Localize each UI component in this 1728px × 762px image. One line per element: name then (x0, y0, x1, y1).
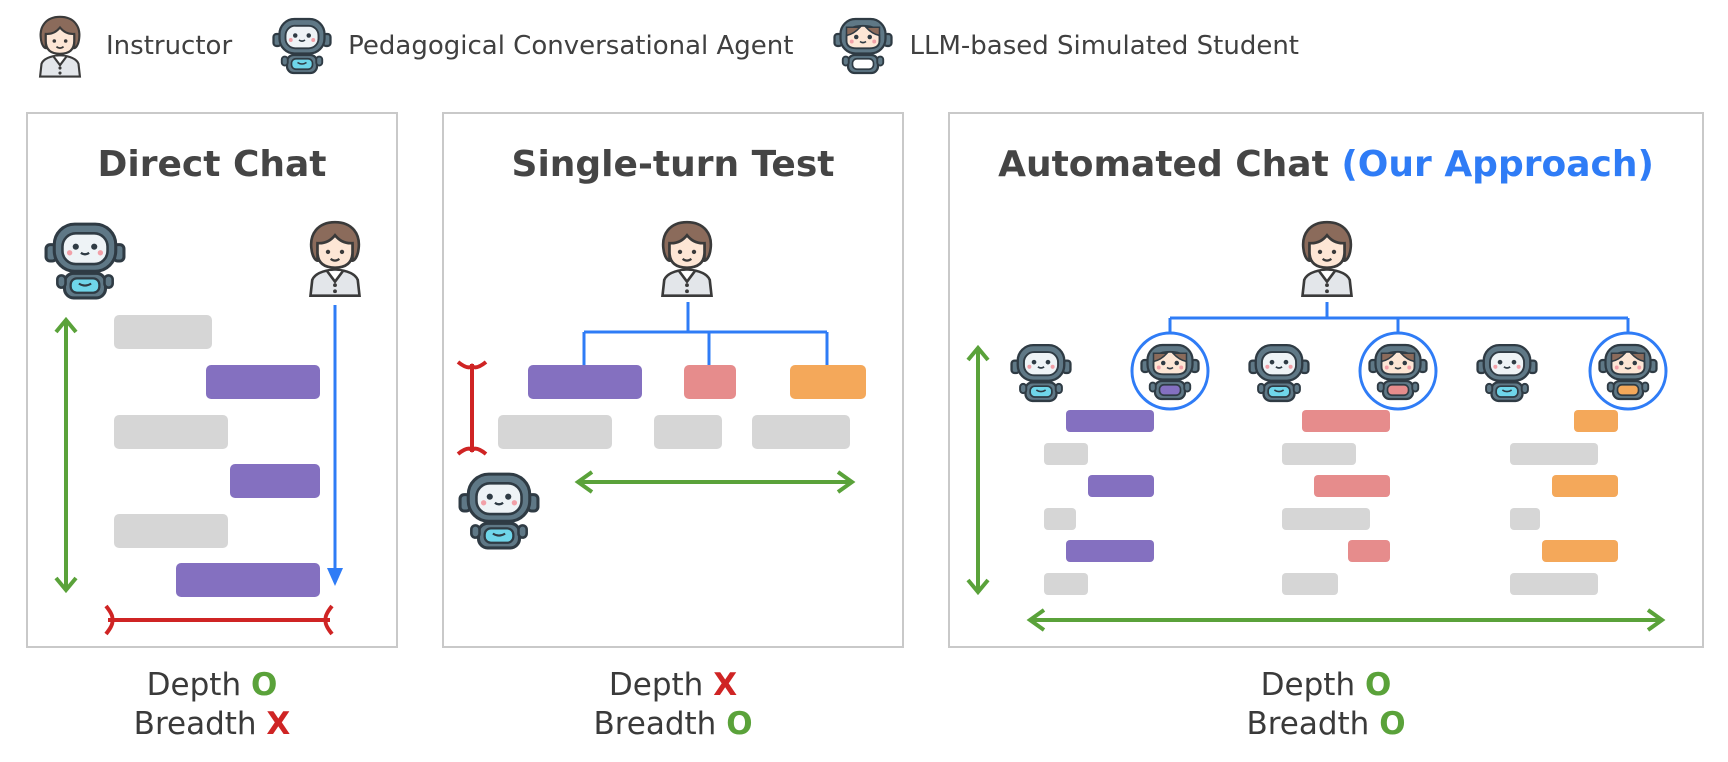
direct-msg-4 (230, 464, 320, 498)
auto-t1-msg-5 (1066, 540, 1154, 562)
auto-t3-msg-5 (1542, 540, 1618, 562)
direct-msg-6 (176, 563, 320, 597)
direct-breadth-mark: X (266, 706, 291, 742)
auto-t3-msg-6 (1510, 573, 1598, 595)
auto-tree (1168, 302, 1630, 333)
automated-breadth-mark: O (1379, 706, 1406, 742)
auto-t2-msg-2 (1282, 443, 1356, 465)
auto-t3-msg-4 (1510, 508, 1540, 530)
auto-t2-msg-3 (1314, 475, 1390, 497)
auto-agent-icon-3 (1476, 343, 1538, 403)
auto-t2-msg-4 (1282, 508, 1370, 530)
single-instructor-icon (661, 220, 713, 298)
legend-student: LLM-based Simulated Student (833, 14, 1299, 78)
auto-agent-icon-2 (1248, 343, 1310, 403)
direct-depth-mark: O (250, 667, 278, 703)
single-breadth-arrow (574, 470, 856, 494)
single-msg-orange (790, 365, 866, 399)
auto-t1-msg-2 (1044, 443, 1088, 465)
auto-t3-msg-2 (1510, 443, 1598, 465)
automated-breadth-line: Breadth O (948, 705, 1704, 744)
direct-breadth-line: Breadth X (26, 705, 398, 744)
direct-messages (114, 315, 320, 597)
auto-t2-msg-5 (1348, 540, 1390, 562)
direct-breadth-label: Breadth (133, 706, 257, 742)
auto-t1-msg-1 (1066, 410, 1154, 432)
auto-thread-1 (1044, 410, 1154, 595)
direct-msg-2 (206, 365, 320, 399)
auto-t2-msg-6 (1282, 573, 1338, 595)
automated-breadth-label: Breadth (1246, 706, 1370, 742)
direct-verdict: Depth O Breadth X (26, 666, 398, 744)
auto-breadth-arrow (1026, 608, 1666, 632)
single-breadth-line: Breadth O (442, 705, 904, 744)
direct-depth-line: Depth O (26, 666, 398, 705)
automated-depth-mark: O (1364, 667, 1392, 703)
single-depth-line: Depth X (442, 666, 904, 705)
single-reply-3 (752, 415, 850, 449)
single-msg-pink (684, 365, 736, 399)
panel-title-automated-main: Automated Chat (998, 144, 1329, 185)
automated-depth-line: Depth O (948, 666, 1704, 705)
single-depth-label: Depth (608, 667, 704, 703)
single-reply-2 (654, 415, 722, 449)
automated-depth-label: Depth (1260, 667, 1356, 703)
legend-agent-label: Pedagogical Conversational Agent (348, 31, 794, 61)
legend-student-label: LLM-based Simulated Student (909, 31, 1299, 61)
direct-depth-arrow (54, 316, 78, 594)
single-messages (498, 365, 866, 449)
auto-instructor-icon (1301, 220, 1353, 298)
direct-instructor-icon (309, 220, 361, 298)
panel-title-direct-chat: Direct Chat (97, 144, 327, 185)
direct-depth-label: Depth (146, 667, 242, 703)
single-tree (582, 302, 829, 365)
auto-t2-msg-1 (1302, 410, 1390, 432)
single-depth-mark: X (713, 667, 738, 703)
auto-thread-3 (1510, 410, 1618, 595)
auto-t3-msg-3 (1552, 475, 1618, 497)
auto-student-icon-3 (1598, 343, 1658, 401)
auto-agent-icon-1 (1010, 343, 1072, 403)
single-reply-1 (498, 415, 612, 449)
single-depth-limit (456, 360, 488, 456)
legend-instructor-label: Instructor (106, 31, 233, 61)
automated-verdict: Depth O Breadth O (948, 666, 1704, 744)
direct-msg-3 (114, 415, 228, 449)
auto-t1-msg-6 (1044, 573, 1088, 595)
panel-title-our-approach: (Our Approach) (1341, 144, 1654, 185)
auto-student-icon-1 (1140, 343, 1200, 401)
single-breadth-mark: O (726, 706, 753, 742)
auto-t1-msg-3 (1088, 475, 1154, 497)
auto-thread-2 (1282, 410, 1390, 595)
auto-participants (1010, 331, 1668, 411)
legend-instructor: Instructor (30, 14, 232, 78)
legend: Instructor Pedagogical Conversational Ag… (30, 14, 1339, 78)
single-breadth-label: Breadth (593, 706, 717, 742)
single-agent-icon (458, 472, 540, 550)
auto-t1-msg-4 (1044, 508, 1076, 530)
auto-student-icon-2 (1368, 343, 1428, 401)
panel-title-single-turn: Single-turn Test (511, 144, 835, 185)
single-verdict: Depth X Breadth O (442, 666, 904, 744)
direct-msg-1 (114, 315, 212, 349)
legend-agent: Pedagogical Conversational Agent (272, 14, 793, 78)
panel-title-automated-chat: Automated Chat (Our Approach) (950, 144, 1702, 185)
direct-breadth-limit (104, 604, 334, 636)
single-msg-purple (528, 365, 642, 399)
direct-agent-icon (44, 222, 126, 300)
direct-msg-5 (114, 514, 228, 548)
direct-time-arrow (327, 305, 343, 586)
auto-t3-msg-1 (1574, 410, 1618, 432)
auto-depth-arrow (966, 344, 990, 596)
